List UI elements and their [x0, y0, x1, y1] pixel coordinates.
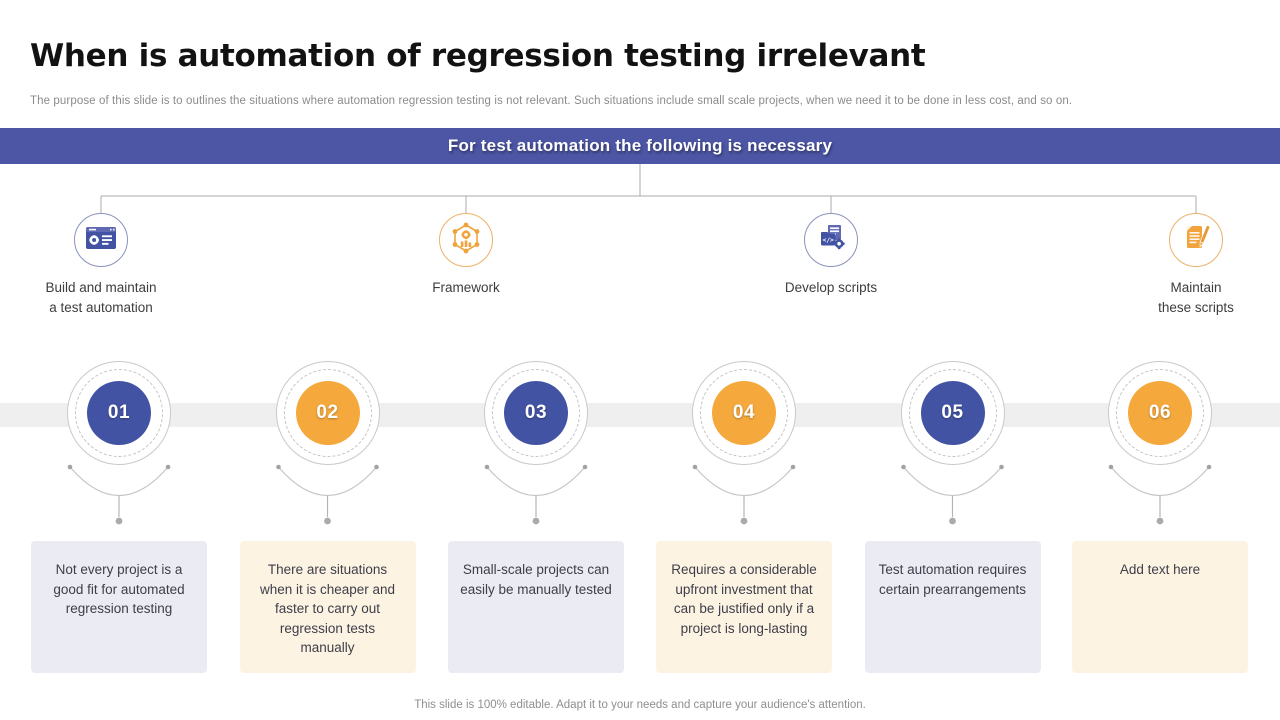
- step-text-box-01[interactable]: Not every project is a good fit for auto…: [31, 541, 207, 673]
- requirement-label-line: these scripts: [1158, 299, 1234, 315]
- requirement-label-line: Develop scripts: [784, 280, 878, 295]
- step-number-badge: 04: [712, 381, 776, 445]
- step-number-badge: 03: [504, 381, 568, 445]
- step-node-04[interactable]: 04: [692, 361, 796, 465]
- step-number-badge: 05: [920, 381, 985, 445]
- framework-network-icon: [448, 220, 484, 261]
- step-node-01[interactable]: 01: [67, 361, 171, 465]
- arc-connector: [276, 464, 379, 525]
- step-text-box-05[interactable]: Test automation requires certain prearra…: [864, 541, 1041, 673]
- timeline-strip: [0, 403, 1280, 427]
- step-number-badge: 06: [1128, 381, 1192, 445]
- arc-connector: [1108, 464, 1212, 525]
- requirement-item-framework[interactable]: [439, 213, 493, 267]
- requirement-item-develop[interactable]: </>: [804, 213, 858, 267]
- requirement-label-maintain: Maintain these scripts: [1086, 278, 1280, 317]
- requirement-label-line: Maintain: [1170, 280, 1222, 295]
- footer-note: This slide is 100% editable. Adapt it to…: [414, 699, 866, 711]
- dashed-ring: [908, 369, 997, 457]
- step-text-box-02[interactable]: There are situations when it is cheaper …: [239, 541, 416, 673]
- tree-connector: [100, 164, 1197, 213]
- requirement-label-framework: Framework: [356, 278, 576, 298]
- dashed-ring: [1116, 369, 1204, 457]
- arc-connector: [901, 464, 1004, 525]
- section-banner-label: For test automation the following is nec…: [447, 136, 833, 155]
- requirement-item-maintain[interactable]: [1169, 213, 1223, 267]
- step-number-badge: 01: [87, 381, 151, 445]
- develop-scripts-icon: </>: [813, 220, 849, 261]
- requirement-label-line: Build and maintain: [45, 280, 157, 295]
- dashed-ring: [283, 369, 372, 457]
- step-number-badge: 02: [295, 381, 360, 445]
- page-subtitle: The purpose of this slide is to outlines…: [30, 95, 1073, 107]
- arc-connector: [692, 464, 796, 525]
- requirement-label-develop: Develop scripts: [721, 278, 941, 298]
- requirement-item-build[interactable]: [74, 213, 128, 267]
- requirement-label-build: Build and maintain a test automation: [0, 278, 211, 317]
- step-node-05[interactable]: 05: [900, 361, 1005, 465]
- step-node-02[interactable]: 02: [275, 361, 380, 465]
- arc-connector: [67, 464, 171, 525]
- step-text-box-06[interactable]: Add text here: [1072, 541, 1248, 673]
- dashed-ring: [75, 369, 163, 457]
- step-node-06[interactable]: 06: [1108, 361, 1212, 465]
- step-text-box-04[interactable]: Requires a considerable upfront investme…: [656, 541, 832, 673]
- dashed-ring: [700, 369, 788, 457]
- svg-text:</>: </>: [823, 236, 834, 243]
- step-node-03[interactable]: 03: [484, 361, 588, 465]
- arc-connector: [484, 464, 588, 525]
- page-title: When is automation of regression testing…: [30, 38, 926, 74]
- requirement-label-line: a test automation: [49, 299, 153, 315]
- dashed-ring: [492, 369, 580, 457]
- step-text-box-03[interactable]: Small-scale projects can easily be manua…: [448, 541, 624, 673]
- requirement-label-line: Framework: [432, 280, 500, 295]
- app-window-gear-icon: [83, 220, 119, 261]
- section-banner: For test automation the following is nec…: [0, 128, 1280, 164]
- maintain-scripts-icon: [1178, 220, 1214, 261]
